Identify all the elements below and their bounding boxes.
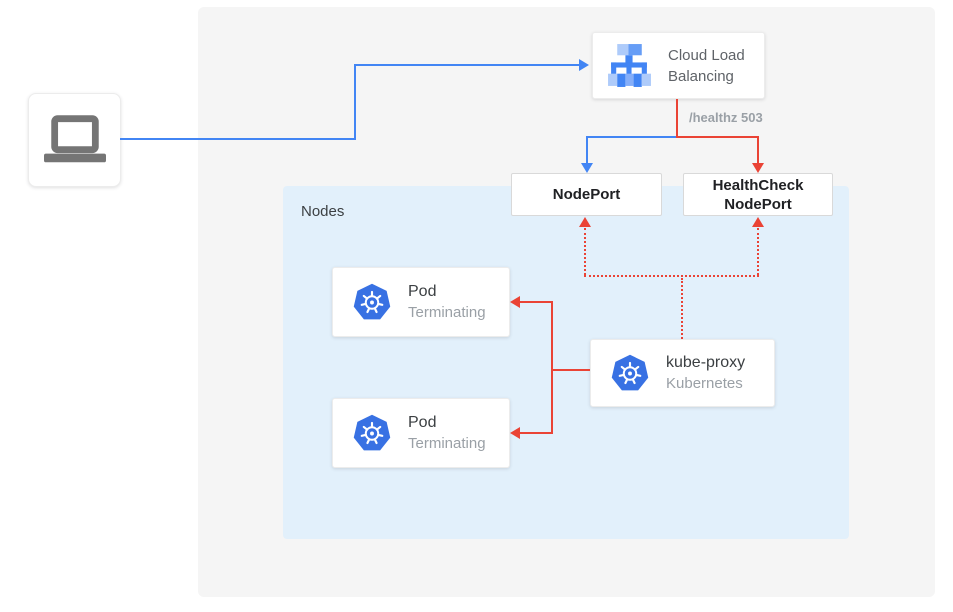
healthz-status-label: /healthz 503	[689, 110, 763, 125]
pod-status: Terminating	[408, 304, 486, 321]
arrowhead-up-nodeport-icon	[579, 217, 591, 227]
arrowhead-into-nodeport-icon	[581, 163, 593, 173]
nodeport-card: NodePort	[511, 173, 662, 216]
traffic-to-nodeport-line	[586, 136, 588, 164]
arrowhead-into-pod-icon	[510, 427, 520, 439]
kube-proxy-dotted-line	[681, 278, 683, 339]
traffic-to-nodeport-line	[586, 136, 676, 138]
arrowhead-up-healthcheck-icon	[752, 217, 764, 227]
kubernetes-icon	[352, 282, 392, 320]
client-traffic-line	[354, 64, 356, 140]
pod-status: Terminating	[408, 435, 486, 452]
pod-card: Pod Terminating	[332, 398, 510, 468]
arrowhead-into-healthcheck-nodeport-icon	[752, 163, 764, 173]
terminate-pod-line	[518, 432, 553, 434]
kube-proxy-title: kube-proxy	[666, 354, 746, 371]
laptop-icon	[43, 115, 106, 163]
kube-proxy-dotted-line	[584, 275, 759, 277]
arrowhead-into-load-balancer-icon	[579, 59, 589, 71]
pod-title: Pod	[408, 414, 437, 431]
kube-proxy-subtitle: Kubernetes	[666, 375, 743, 392]
kube-proxy-to-pods-line	[551, 369, 590, 371]
cloud-load-balancing-label: Cloud Load Balancing	[668, 46, 745, 85]
cloud-load-balancing-card: Cloud Load Balancing	[592, 32, 765, 99]
client-card	[28, 93, 121, 187]
kube-proxy-dotted-line	[757, 228, 759, 275]
kube-proxy-to-pods-line	[551, 301, 553, 434]
healthcheck-to-port-line	[757, 136, 759, 164]
pod-title: Pod	[408, 283, 437, 300]
client-traffic-line	[354, 64, 580, 66]
kubernetes-icon	[610, 353, 650, 391]
healthcheck-line	[676, 99, 678, 138]
arrowhead-into-pod-icon	[510, 296, 520, 308]
client-traffic-line	[120, 138, 356, 140]
terminate-pod-line	[518, 301, 553, 303]
nodes-group-label: Nodes	[301, 203, 345, 220]
pod-card: Pod Terminating	[332, 267, 510, 337]
kube-proxy-card: kube-proxy Kubernetes	[590, 339, 775, 407]
kube-proxy-dotted-line	[584, 228, 586, 275]
healthcheck-nodeport-card: HealthCheck NodePort	[683, 173, 833, 216]
kubernetes-icon	[352, 413, 392, 451]
healthcheck-to-port-line	[676, 136, 759, 138]
cloud-load-balancing-icon	[608, 44, 651, 87]
